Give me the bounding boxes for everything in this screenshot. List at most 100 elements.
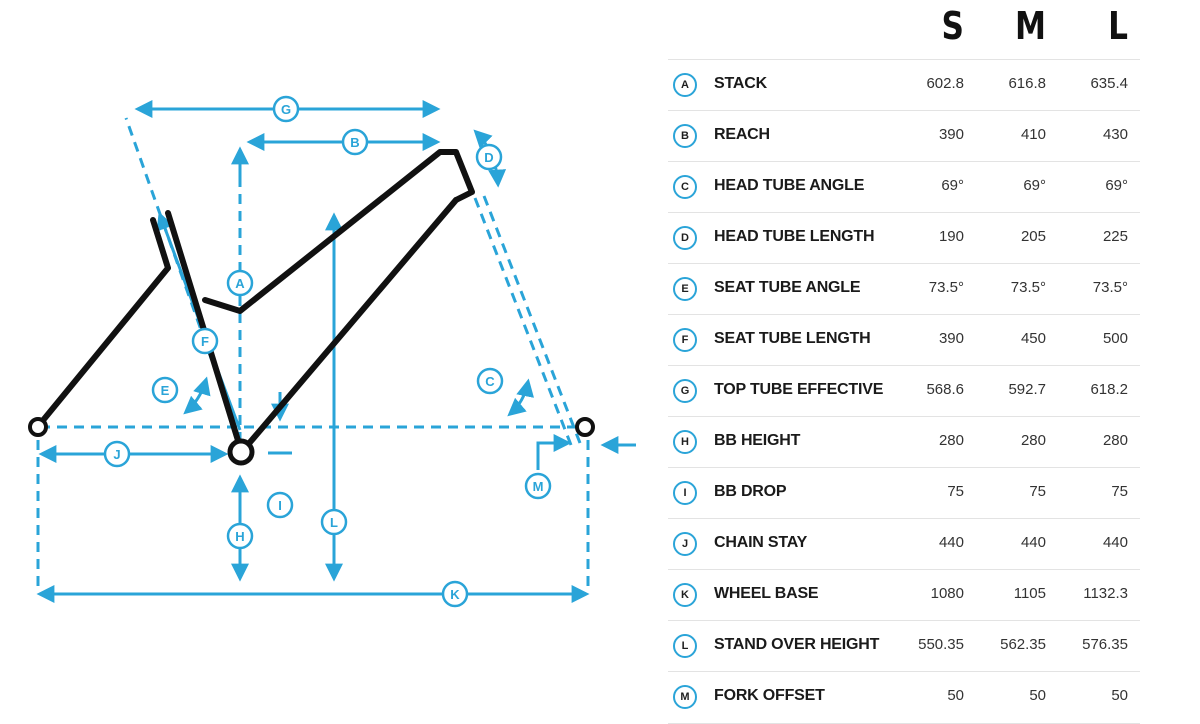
row-value-s: 1080 — [930, 585, 964, 602]
angle-c-arrow — [507, 378, 534, 417]
row-value-s: 50 — [947, 687, 964, 704]
marker-m: M — [524, 472, 552, 500]
svg-text:E: E — [161, 383, 170, 398]
row-code-badge: G — [673, 379, 697, 403]
row-value-l: 618.2 — [1090, 381, 1128, 398]
svg-text:H: H — [235, 529, 244, 544]
row-value-m: 69° — [1023, 177, 1046, 194]
svg-text:G: G — [281, 102, 291, 117]
row-value-s: 390 — [938, 126, 964, 143]
marker-l: L — [320, 508, 348, 536]
row-value-m: 450 — [1020, 330, 1046, 347]
row-value-m: 410 — [1020, 126, 1046, 143]
size-header-m: M — [1014, 4, 1046, 48]
marker-e: E — [151, 376, 179, 404]
row-value-s: 69° — [941, 177, 964, 194]
dashed-reference-lines — [36, 117, 590, 590]
row-label: REACH — [714, 126, 770, 143]
row-label: FORK OFFSET — [714, 687, 825, 704]
row-value-m: 1105 — [1013, 585, 1046, 602]
marker-j: J — [103, 440, 131, 468]
row-label: STAND OVER HEIGHT — [714, 636, 880, 653]
row-label: BB HEIGHT — [714, 432, 801, 449]
row-value-l: 225 — [1102, 228, 1128, 245]
svg-text:D: D — [484, 150, 493, 165]
row-value-s: 390 — [938, 330, 964, 347]
top-tube — [202, 149, 475, 314]
row-value-l: 576.35 — [1082, 636, 1128, 653]
row-label: CHAIN STAY — [714, 534, 808, 551]
row-label: BB DROP — [714, 483, 787, 500]
marker-k: K — [441, 580, 469, 608]
marker-h: H — [226, 522, 254, 550]
row-code-badge: L — [673, 634, 697, 658]
row-code-badge: J — [673, 532, 697, 556]
row-value-s: 75 — [947, 483, 964, 500]
marker-f: F — [191, 327, 219, 355]
angle-e-arrow — [183, 376, 211, 415]
svg-text:F: F — [201, 334, 209, 349]
row-value-l: 500 — [1102, 330, 1128, 347]
row-code-badge: M — [673, 685, 697, 709]
svg-text:L: L — [330, 515, 338, 530]
size-header-s: S — [941, 4, 964, 48]
row-value-m: 616.8 — [1008, 75, 1046, 92]
marker-b: B — [341, 128, 369, 156]
frame-geometry-diagram: G B D A F E C J M I H L K — [28, 95, 636, 608]
row-value-l: 280 — [1102, 432, 1128, 449]
svg-text:I: I — [278, 498, 282, 513]
row-value-l: 69° — [1105, 177, 1128, 194]
row-value-m: 592.7 — [1008, 381, 1046, 398]
row-value-m: 75 — [1029, 483, 1046, 500]
marker-i: I — [266, 491, 294, 519]
table-row: E SEAT TUBE ANGLE 73.5° 73.5° 73.5° — [668, 263, 1140, 315]
row-code-badge: C — [673, 175, 697, 199]
table-row: G TOP TUBE EFFECTIVE 568.6 592.7 618.2 — [668, 365, 1140, 417]
marker-c: C — [476, 367, 504, 395]
row-value-m: 562.35 — [1000, 636, 1046, 653]
row-label: TOP TUBE EFFECTIVE — [714, 381, 884, 398]
down-tube — [243, 197, 459, 450]
table-row: A STACK 602.8 616.8 635.4 — [668, 59, 1140, 111]
row-value-l: 635.4 — [1090, 75, 1128, 92]
bike-frame — [37, 149, 475, 450]
marker-d: D — [475, 143, 503, 171]
size-header-l: L — [1108, 4, 1128, 48]
row-label: STACK — [714, 75, 767, 92]
row-code-badge: A — [673, 73, 697, 97]
front-axle — [575, 417, 595, 437]
row-label: SEAT TUBE ANGLE — [714, 279, 861, 296]
marker-g: G — [272, 95, 300, 123]
row-value-s: 280 — [938, 432, 964, 449]
svg-text:C: C — [485, 374, 495, 389]
row-value-m: 440 — [1020, 534, 1046, 551]
svg-text:M: M — [533, 479, 544, 494]
row-code-badge: I — [673, 481, 697, 505]
seat-stay — [37, 217, 171, 427]
row-value-m: 280 — [1020, 432, 1046, 449]
row-value-l: 73.5° — [1092, 279, 1128, 296]
row-code-badge: E — [673, 277, 697, 301]
letter-markers: G B D A F E C J M I H L K — [103, 95, 552, 608]
marker-a: A — [226, 269, 254, 297]
row-value-s: 568.6 — [926, 381, 964, 398]
svg-text:K: K — [450, 587, 460, 602]
row-code-badge: K — [673, 583, 697, 607]
row-code-badge: F — [673, 328, 697, 352]
row-code-badge: H — [673, 430, 697, 454]
row-value-s: 602.8 — [926, 75, 964, 92]
row-code-badge: D — [673, 226, 697, 250]
row-value-l: 430 — [1102, 126, 1128, 143]
row-value-m: 73.5° — [1010, 279, 1046, 296]
row-value-s: 73.5° — [928, 279, 964, 296]
row-value-l: 440 — [1102, 534, 1128, 551]
row-value-m: 50 — [1029, 687, 1046, 704]
